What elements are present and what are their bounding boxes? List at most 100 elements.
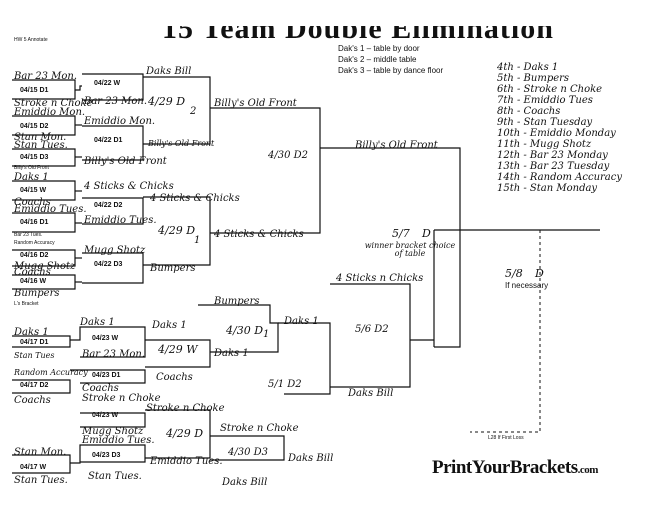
team-name: Billy's Old Front bbox=[148, 139, 215, 148]
team-name: Bar 23 Mon. bbox=[14, 71, 78, 82]
standing-item: 10th - Emiddio Monday bbox=[497, 128, 616, 139]
team-name: Daks 1 bbox=[284, 316, 319, 327]
match-date: 04/22 W bbox=[94, 80, 121, 87]
match-date: 04/22 D3 bbox=[94, 261, 123, 268]
team-name: Daks Bill bbox=[288, 453, 334, 464]
logo-text: PrintYourBrackets bbox=[432, 457, 578, 478]
team-name: 4 Sticks & Chicks bbox=[150, 193, 240, 204]
page-title: 15 Team Double Elimination bbox=[162, 12, 554, 45]
l3b-box-2 bbox=[210, 435, 285, 461]
standing-item: 14th - Random Accuracy bbox=[497, 172, 623, 183]
r2-box-4 bbox=[82, 252, 144, 284]
final-table: D bbox=[422, 227, 431, 240]
match-date: 04/15 D1 bbox=[20, 87, 49, 94]
r3-box-1 bbox=[143, 76, 211, 145]
table-note-3: Dak's 3 – table by dance floor bbox=[338, 66, 444, 75]
l1-box-3 bbox=[12, 454, 71, 474]
team-name: Random Accuracy bbox=[14, 368, 88, 377]
standing-item: 11th - Mugg Shotz bbox=[497, 139, 592, 150]
match-date: 4/30 D2 bbox=[268, 150, 309, 161]
team-name: Daks 1 bbox=[80, 317, 115, 328]
team-name: Bar 23 Tues. bbox=[14, 232, 43, 238]
standing-item: 5th - Bumpers bbox=[497, 73, 570, 84]
l1-box-2 bbox=[12, 379, 71, 394]
team-name: Emiddio Mon. bbox=[84, 116, 156, 127]
match-date: 04/17 D1 bbox=[20, 339, 49, 346]
l2-box-2 bbox=[70, 369, 146, 384]
team-name: Random Accuracy bbox=[14, 240, 55, 246]
brand-logo: PrintYourBrackets.com bbox=[432, 458, 598, 477]
if-first-loss-label: L28 If First Loss bbox=[488, 435, 524, 441]
team-name: Stan Tues. bbox=[14, 475, 68, 486]
final-finalist: 4 Sticks n Chicks bbox=[336, 273, 424, 284]
match-date: 4/30 D3 bbox=[228, 447, 269, 458]
match-date: 04/15 D2 bbox=[20, 123, 49, 130]
team-name: Daks Bill bbox=[222, 477, 268, 488]
l4-box bbox=[278, 322, 331, 395]
match-date: 04/15 W bbox=[20, 187, 47, 194]
team-name: 4 Sticks & Chicks bbox=[214, 229, 304, 240]
r3-box-2 bbox=[143, 196, 211, 266]
standing-item: 6th - Stroke n Choke bbox=[497, 84, 603, 95]
match-date: 04/16 D1 bbox=[20, 219, 49, 226]
team-name: Stroke n Choke bbox=[220, 423, 299, 434]
team-name: Daks Bill bbox=[348, 388, 394, 399]
team-name: Coachs bbox=[82, 383, 119, 394]
if-necessary-label: If necessary bbox=[505, 281, 549, 290]
r2-box-3 bbox=[82, 197, 144, 225]
match-date: 04/23 W bbox=[92, 335, 119, 342]
team-name: Stan Tues. bbox=[88, 471, 142, 482]
match-date: 04/15 D3 bbox=[20, 154, 49, 161]
team-name: Emiddio Tues. bbox=[84, 215, 157, 226]
match-date: 5/1 D2 bbox=[268, 379, 302, 390]
team-name: Daks 1 bbox=[152, 320, 187, 331]
match-date: 4/29 D bbox=[166, 427, 204, 440]
team-name: Mugg Shotz bbox=[84, 245, 146, 256]
team-name: Daks Bill bbox=[146, 66, 192, 77]
match-date: 04/16 W bbox=[20, 278, 47, 285]
team-name: Stroke n Choke bbox=[14, 98, 93, 109]
standing-item: 12th - Bar 23 Monday bbox=[497, 150, 608, 161]
team-name: Bumpers bbox=[14, 288, 60, 299]
table-note-2: Dak's 2 – middle table bbox=[338, 55, 417, 64]
match-note: 1 bbox=[194, 235, 201, 246]
match-date: 4/29 W bbox=[158, 343, 198, 356]
match-date: 4/29 D bbox=[148, 95, 186, 108]
r4-box bbox=[210, 107, 321, 234]
wb-final-line bbox=[320, 147, 461, 348]
losers-bracket-label: L's Bracket bbox=[14, 301, 39, 307]
team-name: Bar 23 Mon. bbox=[82, 349, 146, 360]
l1-box-1 bbox=[12, 335, 71, 348]
match-date: 4/29 D bbox=[158, 224, 196, 237]
final-if-table: D bbox=[535, 267, 544, 280]
team-name: Daks 1 bbox=[214, 348, 249, 359]
team-name: Coachs bbox=[14, 267, 51, 278]
team-name: Stan Tues bbox=[14, 351, 55, 360]
match-date: 04/17 W bbox=[20, 464, 47, 471]
match-date: 04/23 D3 bbox=[92, 452, 121, 459]
standing-item: 9th - Stan Tuesday bbox=[497, 117, 593, 128]
match-date: 04/17 D2 bbox=[20, 382, 49, 389]
team-name: Emiddio Tues. bbox=[150, 456, 223, 467]
standing-item: 4th - Daks 1 bbox=[497, 62, 559, 73]
team-name: Emiddio Mon. bbox=[14, 107, 86, 118]
team-name: Stan Tues. bbox=[14, 140, 68, 151]
team-name: Mugg Shotz bbox=[14, 261, 76, 272]
l3-box-1 bbox=[145, 339, 211, 368]
if-necessary-line bbox=[470, 230, 541, 433]
team-name: Bumpers bbox=[214, 296, 260, 307]
corner-label: HW 5 Annotate bbox=[14, 37, 48, 43]
match-date: 04/23 D1 bbox=[92, 372, 121, 379]
team-name: Coachs bbox=[14, 395, 51, 406]
match-date: 04/22 D2 bbox=[94, 202, 123, 209]
final-date: 5/7 bbox=[392, 227, 410, 240]
l2-box-1 bbox=[70, 326, 146, 358]
match-date: 04/23 W bbox=[92, 412, 119, 419]
team-name: Daks 1 bbox=[14, 327, 49, 338]
final-if-date: 5/8 bbox=[505, 267, 523, 280]
r2-box-1 bbox=[82, 73, 144, 101]
wb-winner: Billy's Old Front bbox=[355, 140, 438, 151]
team-name: Mugg Shotz bbox=[82, 426, 144, 437]
